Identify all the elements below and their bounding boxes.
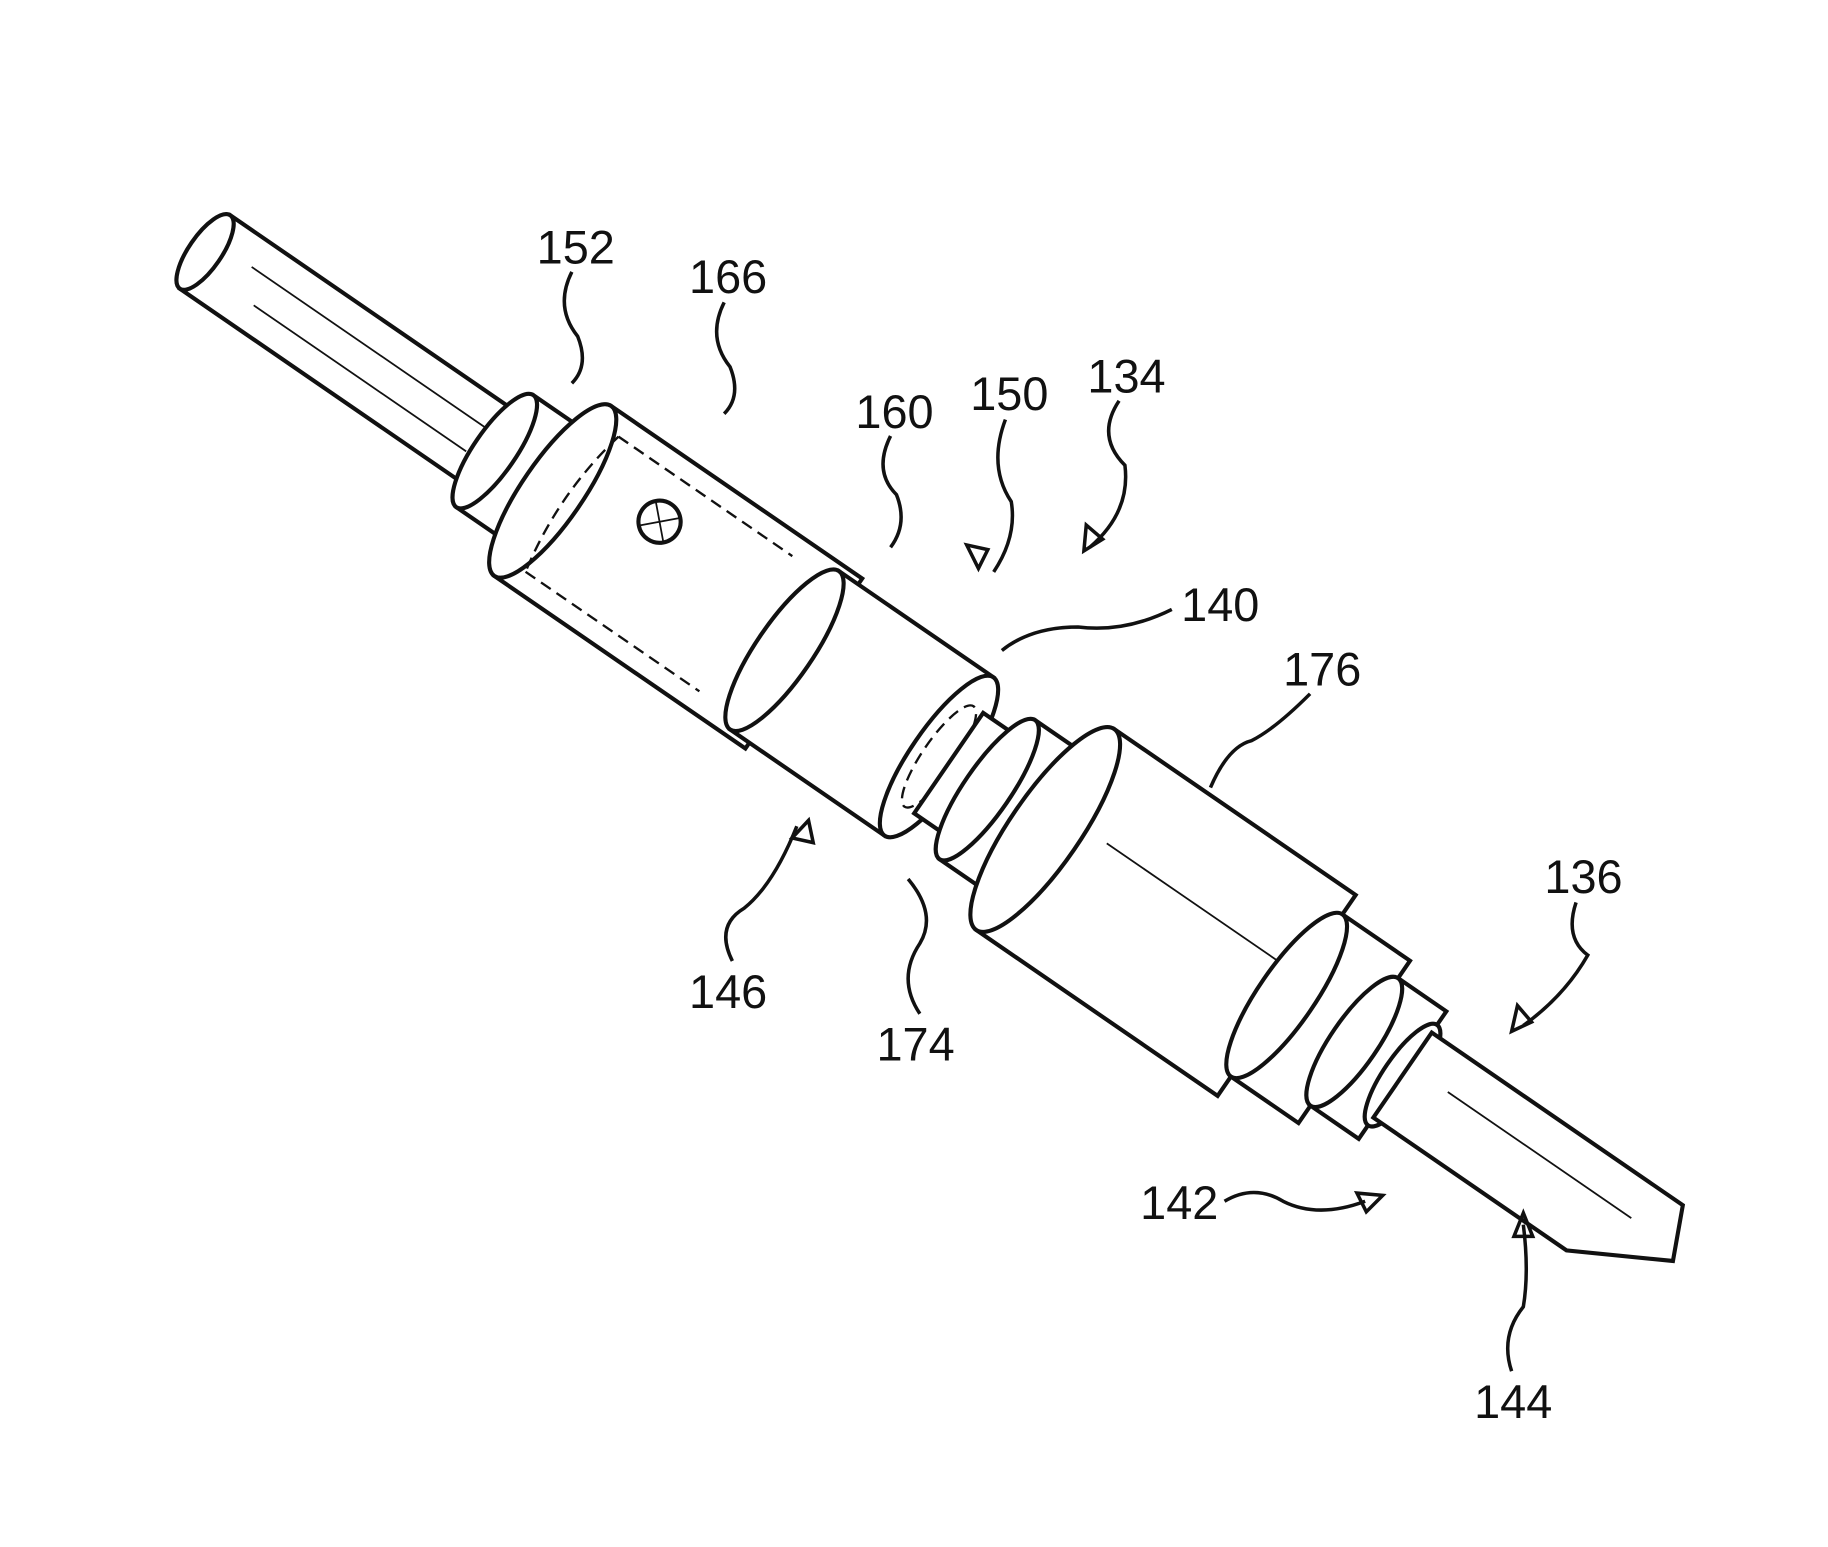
label-146: 146 xyxy=(689,966,767,1018)
label-160: 160 xyxy=(855,386,933,438)
label-152: 152 xyxy=(537,222,615,274)
label-140: 140 xyxy=(1181,579,1259,631)
label-166: 166 xyxy=(689,251,767,303)
label-144: 144 xyxy=(1474,1376,1552,1428)
device-assembly xyxy=(123,142,1742,1361)
label-134: 134 xyxy=(1087,351,1165,403)
bevelled-tip-136 xyxy=(1373,1033,1702,1304)
label-174: 174 xyxy=(877,1019,955,1071)
label-142: 142 xyxy=(1140,1177,1218,1229)
label-176: 176 xyxy=(1283,644,1361,696)
label-150: 150 xyxy=(970,368,1048,420)
label-136: 136 xyxy=(1544,851,1622,903)
